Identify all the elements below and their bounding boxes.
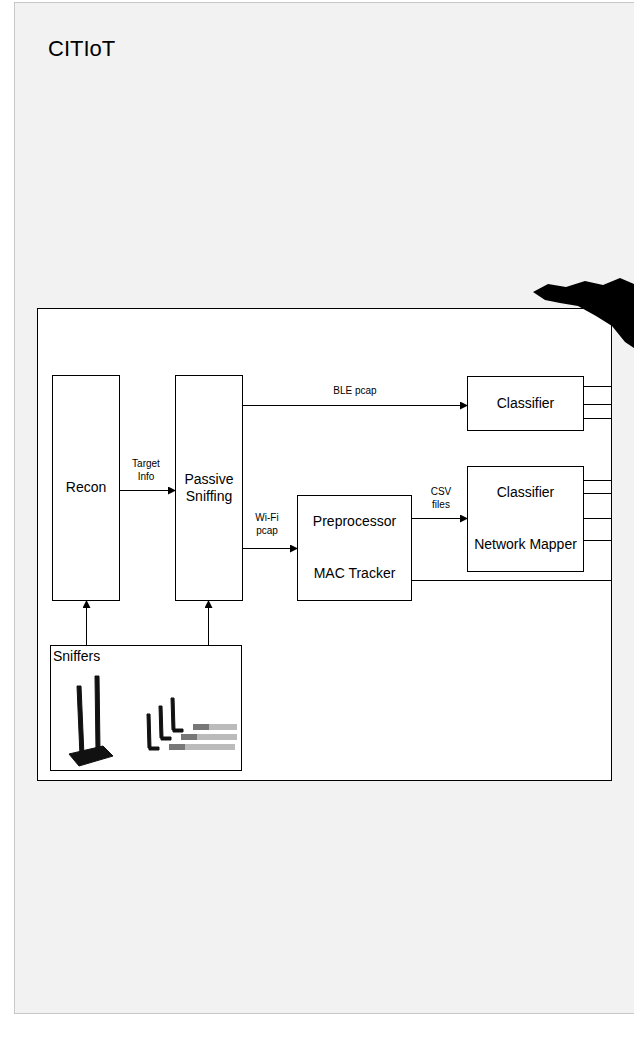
process-box: Recon (52, 375, 120, 601)
edge-label: BLE pcap (314, 385, 396, 398)
node-label: MAC Tracker (311, 565, 399, 583)
edge-label: Target Info (125, 458, 167, 483)
node-label: Classifier (494, 484, 558, 502)
edge-label: Wi-Fi pcap (246, 512, 288, 537)
flow-arrow (412, 518, 467, 519)
process-box: PreprocessorMAC Tracker (297, 495, 412, 601)
node-label: Passive Sniffing (176, 471, 242, 506)
flow-arrow (243, 405, 467, 406)
flow-arrow (208, 601, 209, 645)
process-box: ClassifierNetwork Mapper (467, 466, 584, 572)
node-label: Recon (63, 479, 109, 497)
edge-label: CSV files (423, 486, 459, 511)
flow-arrow (120, 490, 175, 491)
sniffer-illustration (51, 646, 241, 770)
hardware-box: Sniffers (50, 645, 242, 771)
node-label: Sniffers (51, 646, 103, 666)
system-frame (38, 309, 612, 781)
flow-arrow (86, 601, 87, 645)
node-label: Preprocessor (310, 513, 399, 531)
process-box: Passive Sniffing (175, 375, 243, 601)
process-box: Classifier (467, 376, 584, 431)
diagram-title: CITIoT (48, 36, 115, 62)
node-label: Classifier (494, 395, 558, 413)
node-label: Network Mapper (471, 536, 580, 554)
pointer-blob (533, 278, 634, 348)
flow-arrow (243, 548, 297, 549)
